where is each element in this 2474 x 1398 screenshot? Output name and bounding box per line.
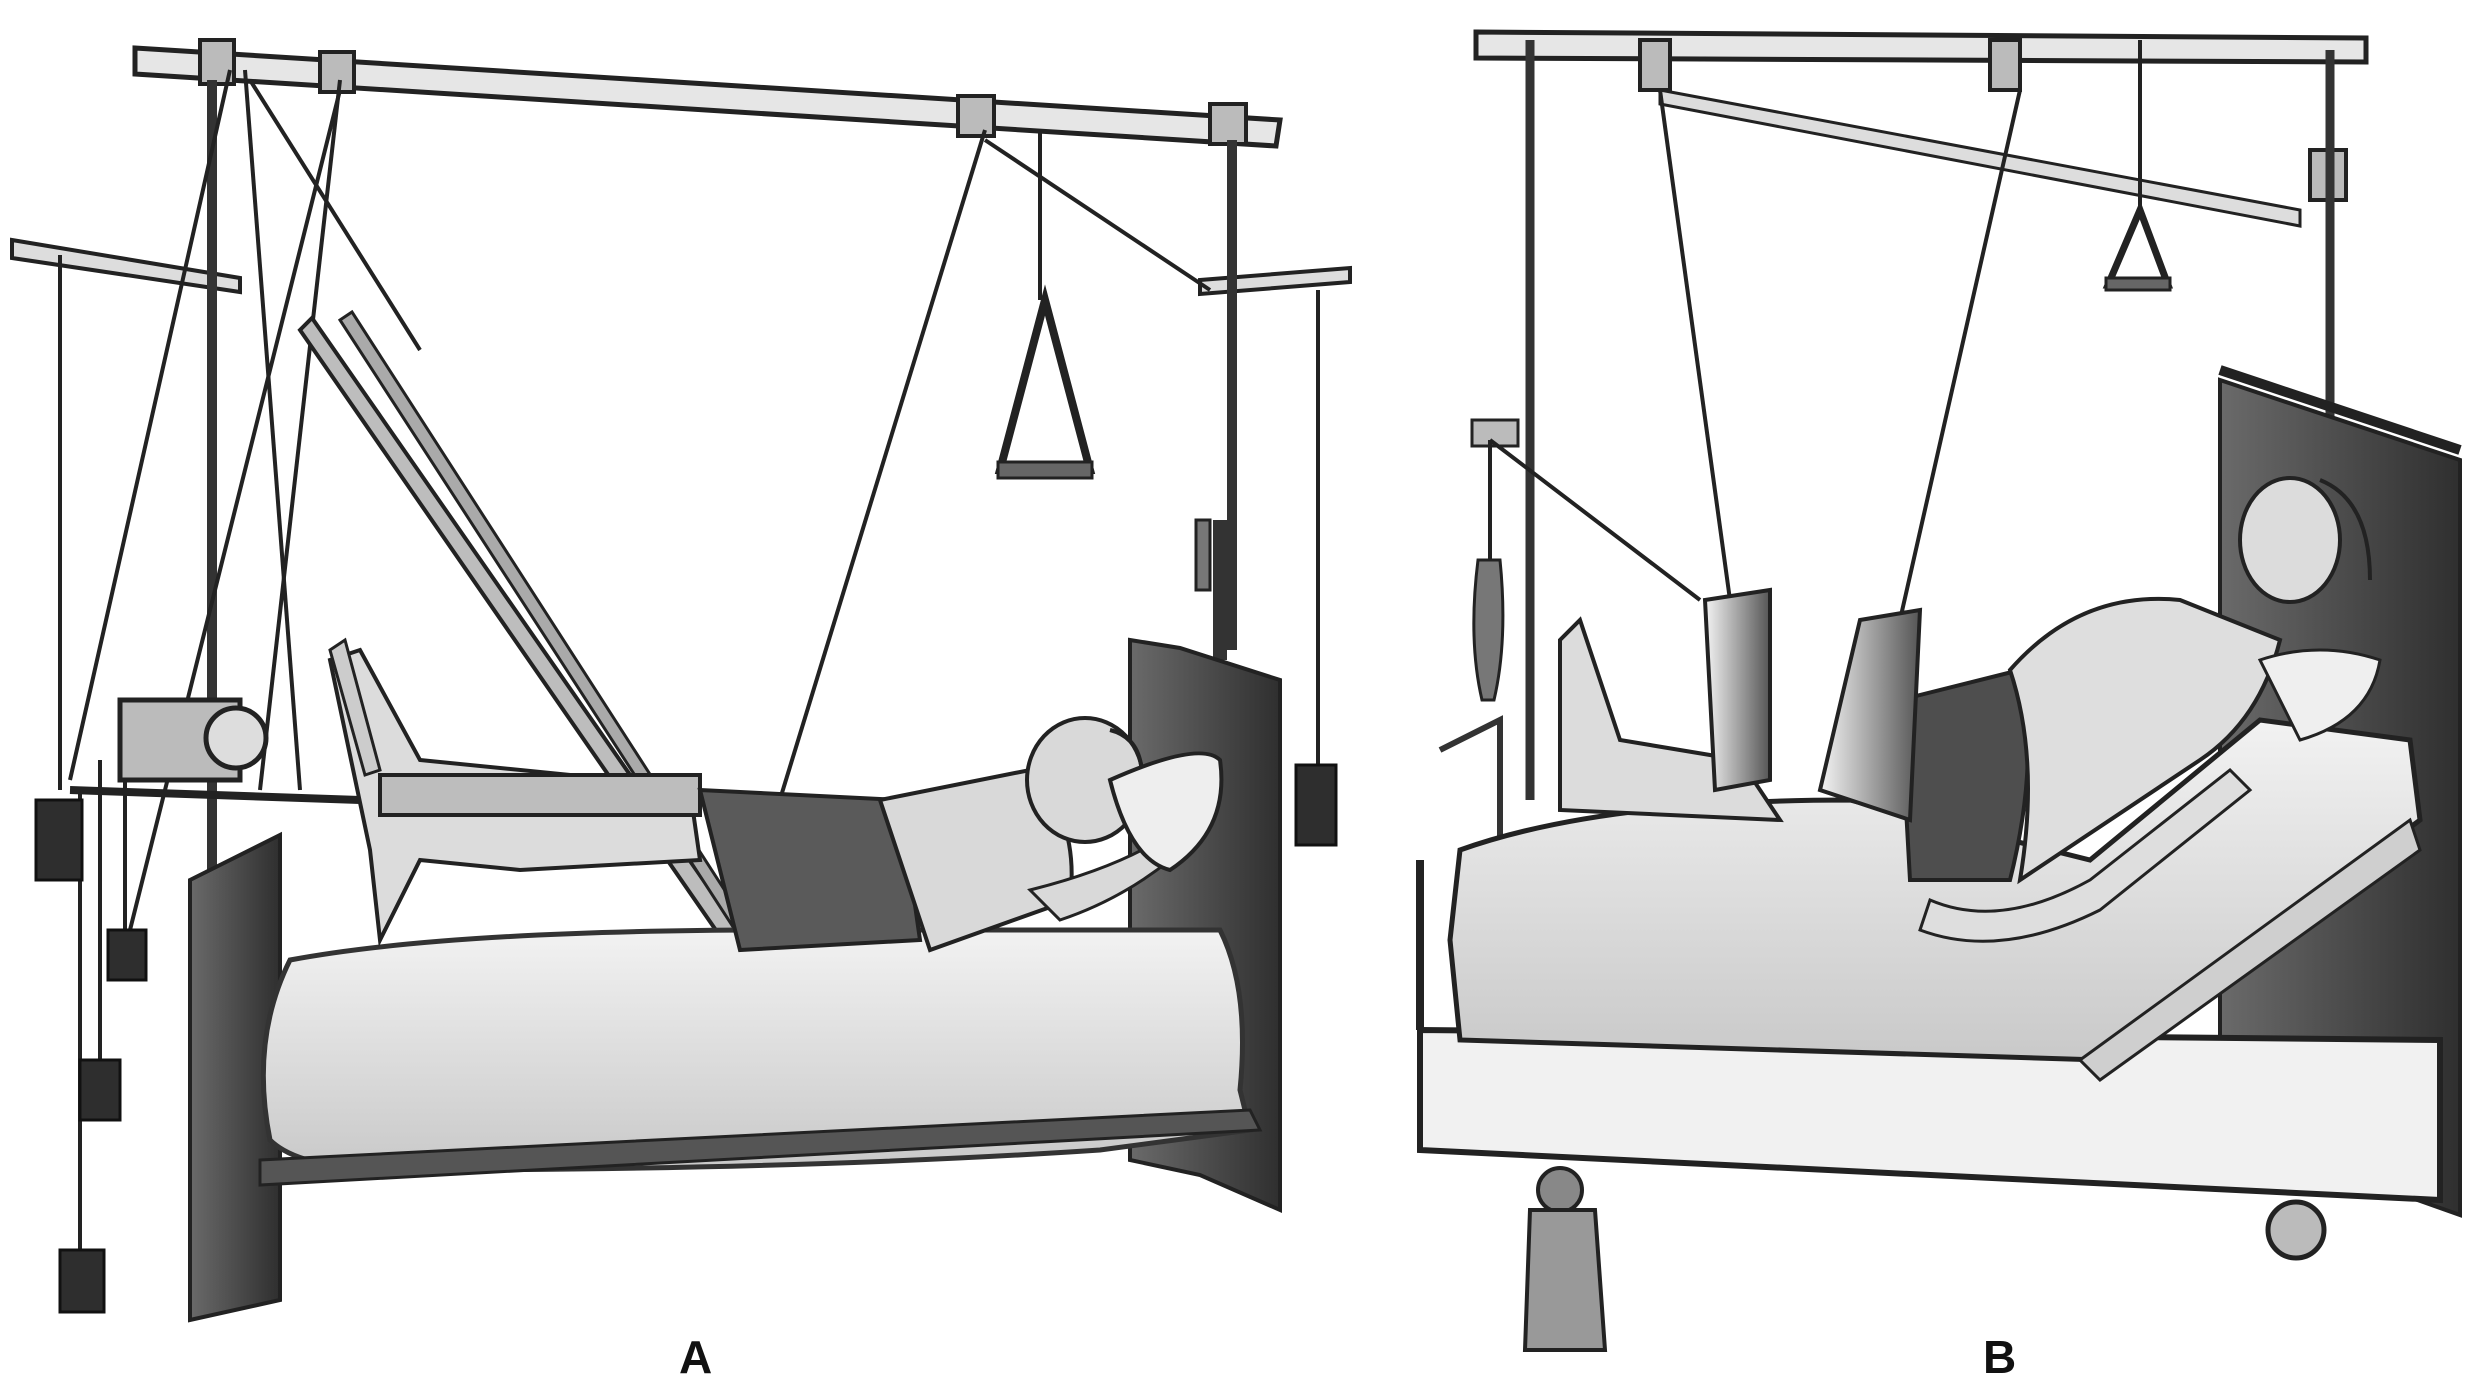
traction-weights [1472, 558, 1505, 702]
patient-body [1558, 476, 2382, 943]
pelvic-sling [1702, 587, 1923, 823]
pulley-assembly [69, 697, 361, 804]
panel-label-b: B [1983, 1331, 2017, 1383]
panel-b-illustration [1416, 29, 2462, 1352]
panel-a-illustration [10, 38, 1352, 1323]
panel-label-a: A [679, 1331, 713, 1383]
frame-uprights [1525, 40, 2335, 800]
bed-wheels [1522, 1166, 2327, 1352]
trapeze-handle [994, 284, 1096, 480]
bed-mattress [258, 927, 1263, 1187]
traction-weights [34, 763, 1338, 1314]
patient-body [327, 637, 1224, 953]
bed-mattress [1447, 717, 2423, 1082]
traction-ropes [1488, 40, 2142, 621]
bed-handle [1194, 518, 1212, 592]
trapeze-handle [2102, 200, 2174, 292]
bed-footboard [188, 831, 282, 1323]
overhead-frame-bar [10, 38, 1352, 297]
